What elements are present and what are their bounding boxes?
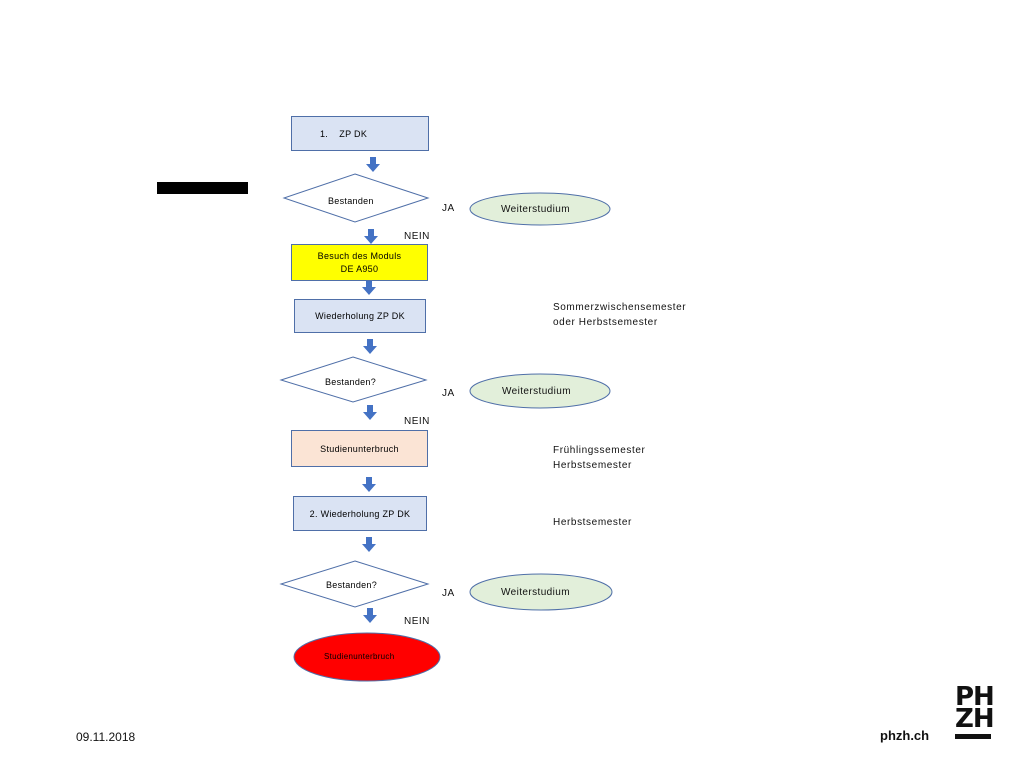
yes3-label: JA <box>442 588 455 599</box>
final-oval <box>293 632 441 682</box>
step1-box: 1. ZP DK <box>291 116 429 151</box>
arrow-down-icon <box>363 405 377 420</box>
decision2-label: Bestanden? <box>325 377 377 387</box>
note2-line1: Frühlingssemester <box>553 445 646 456</box>
yes1-label: JA <box>442 203 455 214</box>
decision1-label: Bestanden <box>328 196 374 206</box>
logo-underline <box>955 734 991 739</box>
phzh-logo: PH ZH <box>955 682 995 734</box>
footer-date: 09.11.2018 <box>76 730 136 744</box>
decision-diamond <box>282 173 430 223</box>
note3-line1: Herbstsemester <box>553 517 632 528</box>
decision-diamond <box>279 560 430 608</box>
note1: Sommerzwischensemester oder Herbstsemest… <box>553 300 686 330</box>
arrow-down-icon <box>366 157 380 172</box>
logo-top: PH <box>955 682 995 712</box>
arrow-down-icon <box>363 339 377 354</box>
no3-label: NEIN <box>404 616 430 627</box>
note1-line2: oder Herbstsemester <box>553 317 658 328</box>
yes2-label: JA <box>442 388 455 399</box>
outcome3-label: Weiterstudium <box>501 587 570 598</box>
module-label-line1: Besuch des Moduls <box>317 250 402 261</box>
outcome-oval <box>469 192 611 226</box>
decision3-label: Bestanden? <box>326 580 378 590</box>
final-label: Studienunterbruch <box>324 652 395 661</box>
redaction-bar <box>157 182 248 194</box>
repeat2-label: 2. Wiederholung ZP DK <box>309 508 411 519</box>
break1-label: Studienunterbruch <box>320 443 399 454</box>
note1-line1: Sommerzwischensemester <box>553 302 687 313</box>
step1-label: 1. ZP DK <box>320 128 368 139</box>
module-box: Besuch des Moduls DE A950 <box>291 244 428 281</box>
repeat1-label: Wiederholung ZP DK <box>315 311 405 321</box>
no2-label: NEIN <box>404 416 430 427</box>
arrow-down-icon <box>362 537 376 552</box>
break1-box: Studienunterbruch <box>291 430 428 467</box>
repeat1-box: Wiederholung ZP DK <box>294 299 426 333</box>
note2-line2: Herbstsemester <box>553 460 632 471</box>
repeat2-box: 2. Wiederholung ZP DK <box>293 496 427 531</box>
outcome2-label: Weiterstudium <box>502 386 571 397</box>
outcome-oval <box>469 573 613 611</box>
arrow-down-icon <box>363 608 377 623</box>
outcome-oval <box>469 373 611 409</box>
decision-diamond <box>279 356 428 403</box>
arrow-down-icon <box>364 229 378 244</box>
note2: Frühlingssemester Herbstsemester <box>553 443 645 473</box>
arrow-down-icon <box>362 280 376 295</box>
no1-label: NEIN <box>404 231 430 242</box>
outcome1-label: Weiterstudium <box>501 204 570 215</box>
arrow-down-icon <box>362 477 376 492</box>
footer-site: phzh.ch <box>880 728 930 743</box>
module-label-line2: DE A950 <box>340 263 379 274</box>
note3: Herbstsemester <box>553 515 632 530</box>
logo-bottom: ZH <box>955 704 995 734</box>
